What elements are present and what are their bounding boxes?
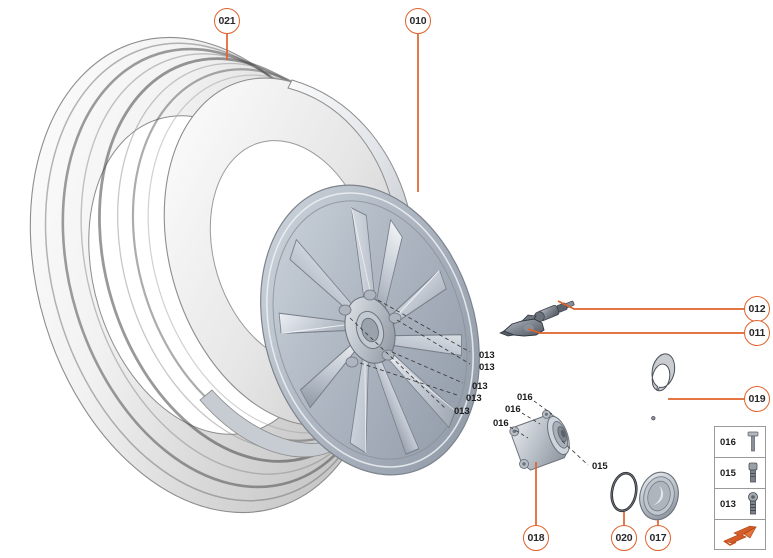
wheel-bolt-icon (744, 491, 762, 517)
legend-row-016[interactable]: 016 (715, 427, 765, 458)
part-label-013-2: 013 (479, 362, 495, 373)
assembly-dashed-lines-013 (349, 299, 471, 409)
part-label-013-1: 013 (479, 350, 495, 361)
part-label-013-3: 013 (472, 381, 488, 392)
bolt-thin-icon (744, 429, 762, 455)
legend-number-015: 015 (720, 467, 736, 479)
legend-number-016: 016 (720, 436, 736, 448)
callout-012[interactable]: 012 (744, 296, 770, 322)
snap-ring-part-019 (651, 353, 676, 421)
orange-arrow-icon (718, 523, 762, 549)
part-label-016-2: 016 (505, 404, 521, 415)
callout-021[interactable]: 021 (214, 8, 240, 34)
assembly-dashed-line-015 (561, 440, 589, 466)
o-ring-part-020 (610, 471, 638, 513)
callout-019[interactable]: 019 (744, 386, 770, 412)
hub-cap-part-017 (639, 471, 679, 521)
part-label-013-5: 013 (454, 406, 470, 417)
callout-011[interactable]: 011 (744, 320, 770, 346)
part-label-016-3: 016 (493, 418, 509, 429)
alloy-wheel-part-010 (199, 79, 480, 476)
bolt-medium-icon (744, 460, 762, 486)
part-label-016-1: 016 (517, 392, 533, 403)
part-label-015: 015 (592, 461, 608, 472)
callout-020[interactable]: 020 (611, 525, 637, 551)
legend-row-015[interactable]: 015 (715, 458, 765, 489)
legend-number-013: 013 (720, 498, 736, 510)
callout-010[interactable]: 010 (405, 8, 431, 34)
legend-row-013[interactable]: 013 (715, 489, 765, 520)
fastener-legend: 016 015 013 (714, 426, 766, 550)
tpms-valve-part-012 (533, 300, 575, 323)
wheel-hub-part-018 (509, 400, 589, 471)
callout-018[interactable]: 018 (523, 525, 549, 551)
part-label-013-4: 013 (466, 393, 482, 404)
legend-row-arrow[interactable] (715, 520, 765, 551)
leader-lines (226, 34, 744, 525)
callout-017[interactable]: 017 (645, 525, 671, 551)
